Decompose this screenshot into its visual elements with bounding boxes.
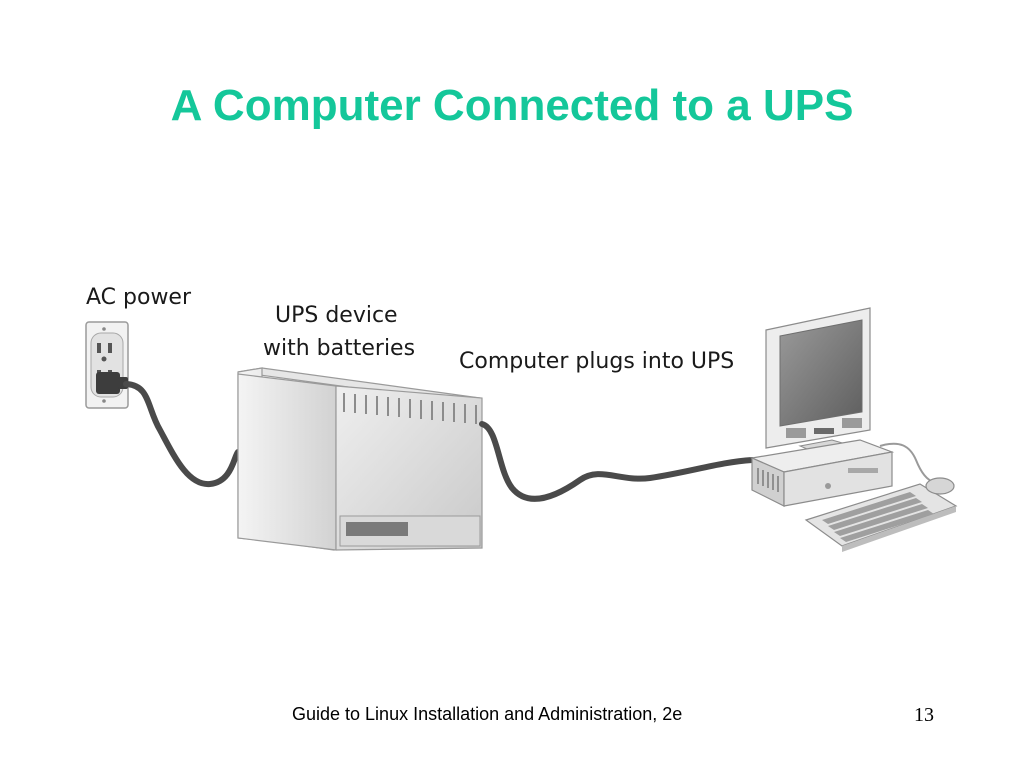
computer-case-icon: [749, 439, 895, 507]
power-cable-computer: [479, 421, 755, 502]
footer-text: Guide to Linux Installation and Administ…: [292, 704, 683, 724]
keyboard-icon: [804, 483, 958, 552]
ups-device-icon: [237, 367, 483, 551]
power-cable-wall: [123, 381, 241, 488]
computer-label: Computer plugs into UPS: [459, 349, 734, 374]
ac-power-label: AC power: [86, 285, 192, 310]
mouse-icon: [879, 442, 955, 495]
monitor-icon: [765, 307, 871, 459]
ups-device-label: UPS device: [275, 303, 398, 328]
ups-batteries-label: with batteries: [263, 336, 415, 361]
slide-title: A Computer Connected to a UPS: [170, 81, 854, 130]
wall-outlet-icon: [85, 321, 129, 409]
page-number: 13: [914, 704, 934, 726]
